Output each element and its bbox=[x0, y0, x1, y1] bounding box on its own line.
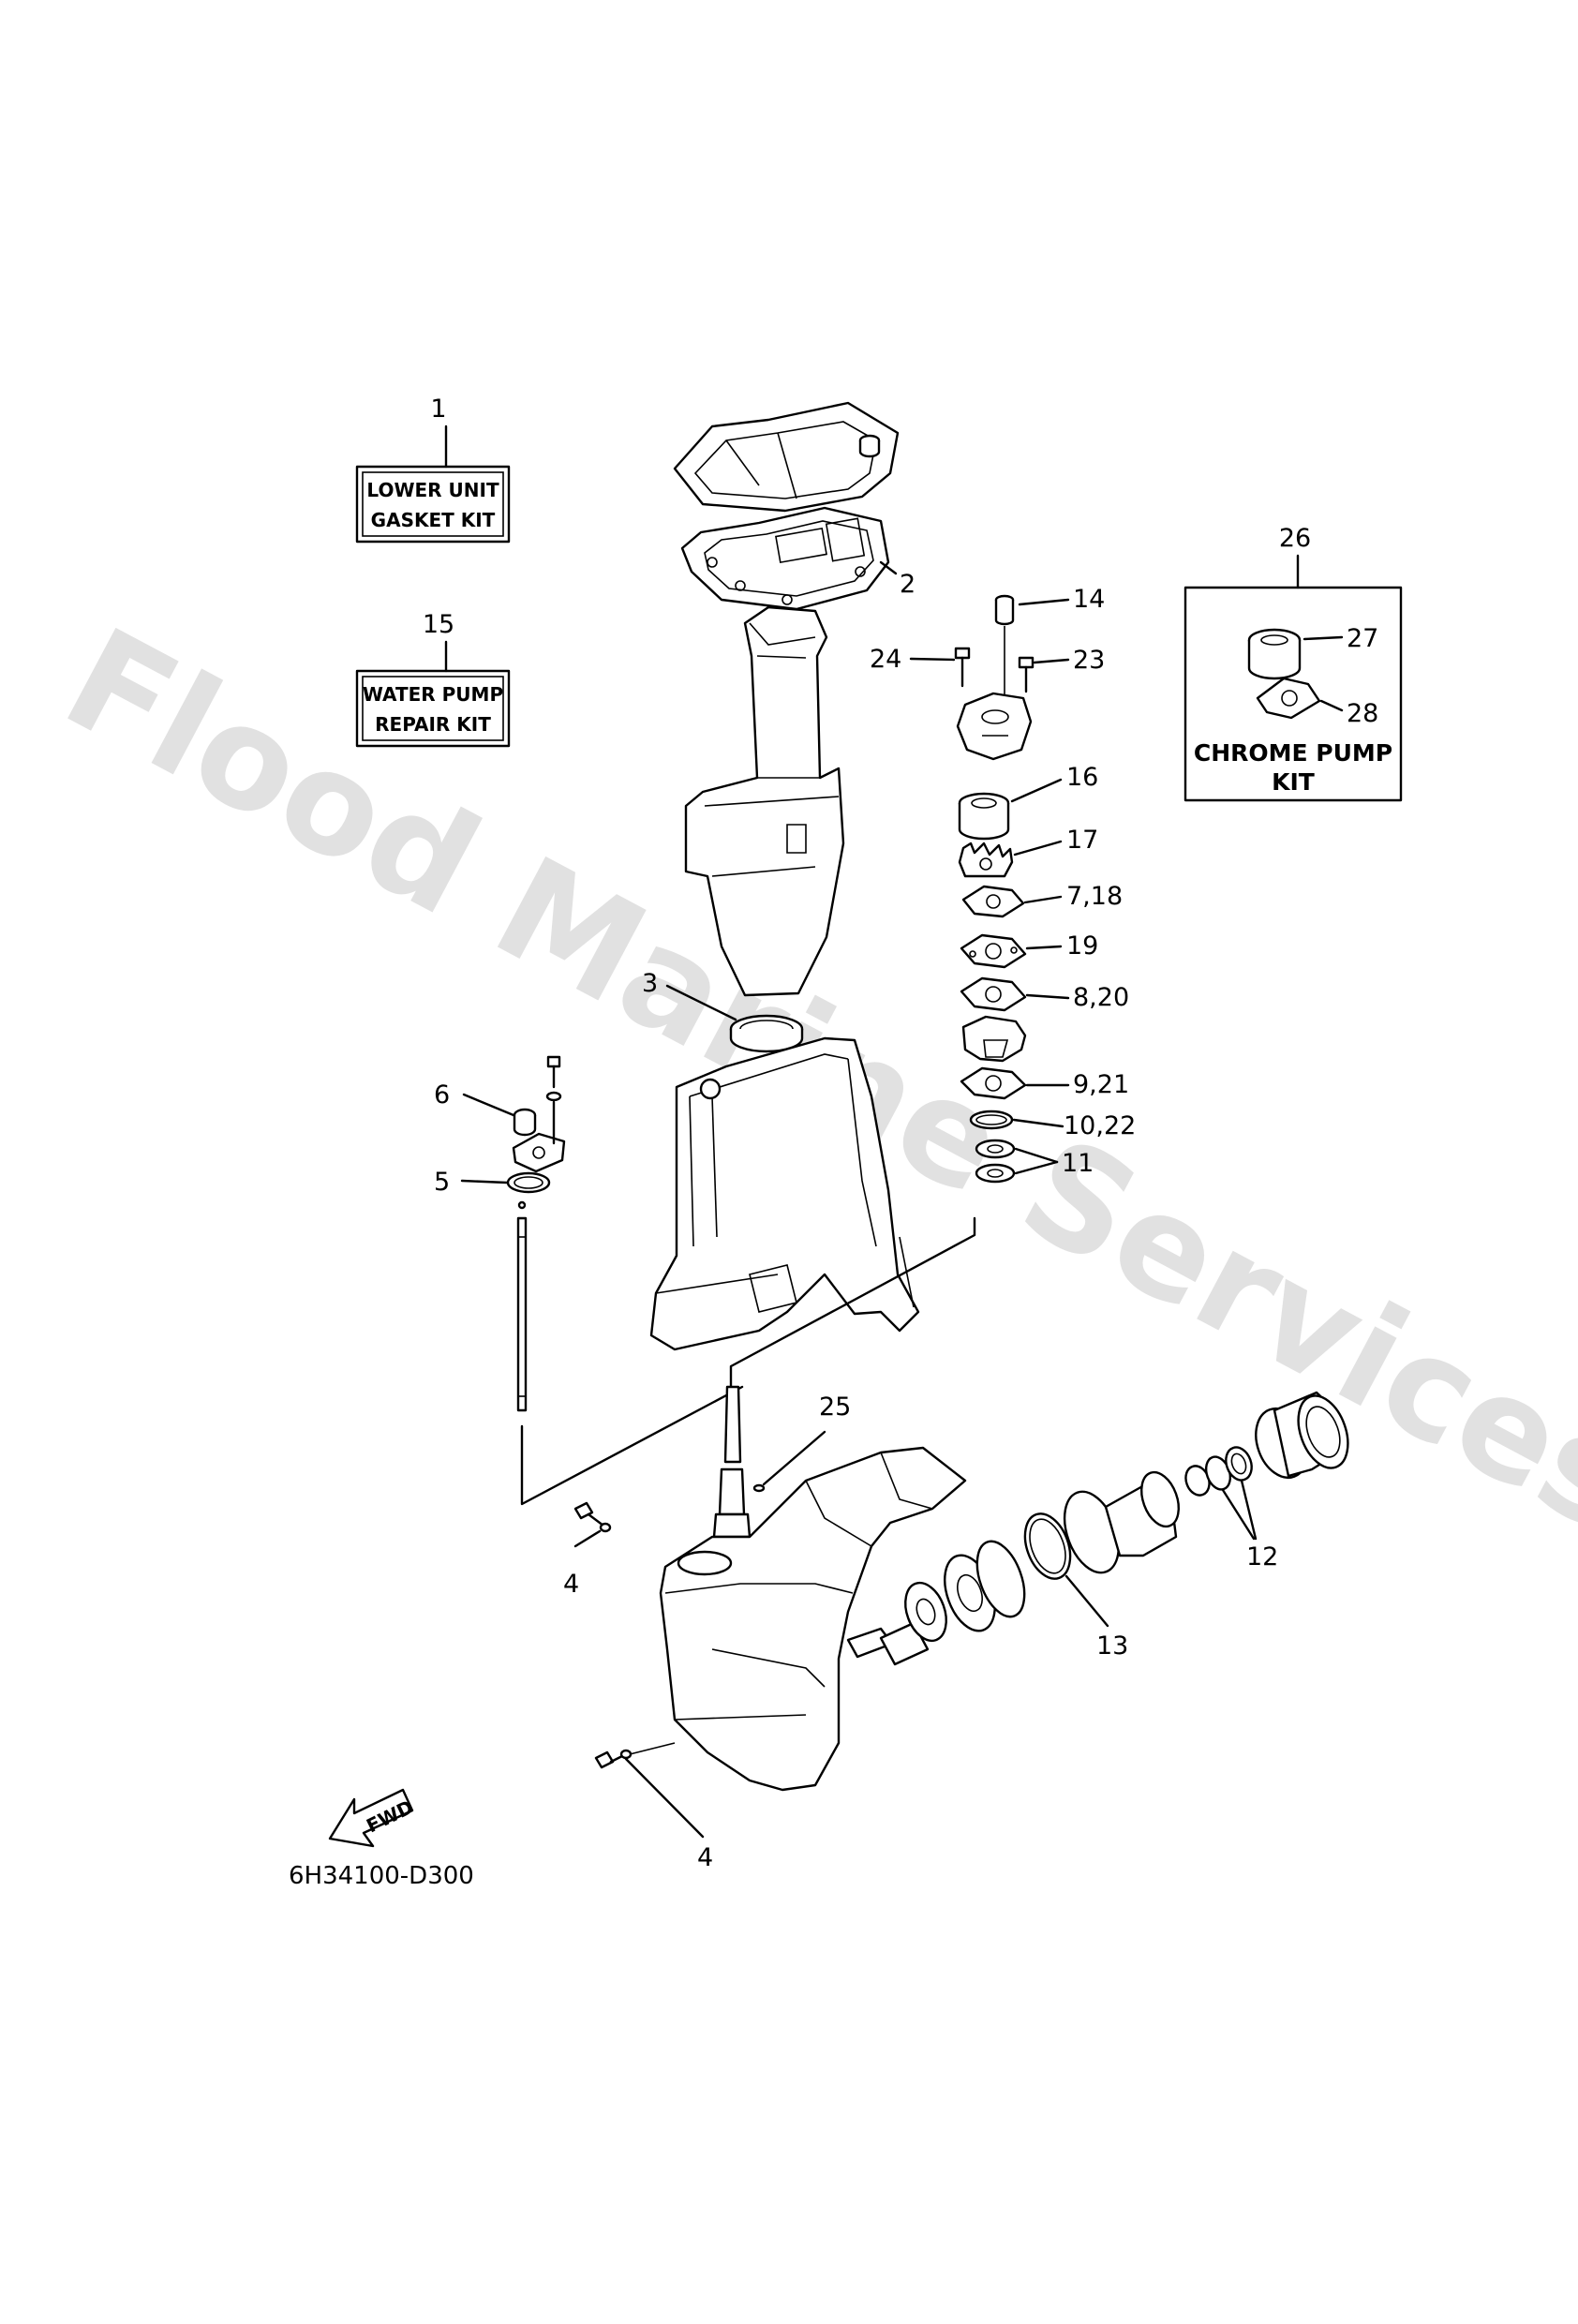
part-lower-case-apron[interactable] bbox=[649, 1036, 920, 1351]
callout-4-lower: 4 bbox=[697, 1843, 713, 1872]
kit-chrome-pump-line1: CHROME PUMP bbox=[1194, 739, 1392, 767]
callout-16: 16 bbox=[1066, 763, 1098, 792]
kit-water-pump-repair[interactable]: 15 WATER PUMP REPAIR KIT bbox=[355, 610, 511, 748]
part-12-seals[interactable] bbox=[1182, 1444, 1256, 1499]
part-2-gasket[interactable] bbox=[680, 506, 890, 611]
part-25-pin[interactable] bbox=[752, 1483, 766, 1493]
part-27-sleeve[interactable] bbox=[1247, 628, 1302, 680]
callout-2: 2 bbox=[900, 570, 916, 599]
callout-17: 17 bbox=[1066, 826, 1098, 855]
part-4-bolt-upper[interactable] bbox=[573, 1501, 612, 1533]
part-driveshaft[interactable] bbox=[712, 1385, 752, 1539]
part-pump-housing[interactable] bbox=[956, 692, 1033, 761]
callout-9-21: 9,21 bbox=[1073, 1070, 1129, 1099]
callout-6: 6 bbox=[434, 1080, 450, 1110]
part-6-grommet[interactable] bbox=[513, 1108, 537, 1137]
callout-7-18: 7,18 bbox=[1066, 882, 1123, 911]
kit-water-pump-line1: WATER PUMP bbox=[363, 683, 503, 706]
fwd-arrow-icon: FWD bbox=[328, 1788, 417, 1848]
part-24-bolt[interactable] bbox=[954, 647, 971, 688]
part-10-22-oring[interactable] bbox=[969, 1110, 1014, 1130]
part-28-plate[interactable] bbox=[1256, 677, 1321, 720]
part-8-20-gasket[interactable] bbox=[960, 976, 1027, 1012]
part-prop-shaft-gear[interactable] bbox=[879, 1535, 1034, 1666]
kit-water-pump-line2: REPAIR KIT bbox=[375, 713, 491, 736]
callout-12: 12 bbox=[1246, 1542, 1278, 1572]
part-7-18-gasket[interactable] bbox=[961, 885, 1025, 918]
kit-chrome-pump-line2: KIT bbox=[1272, 768, 1315, 796]
kit-lower-unit-gasket[interactable]: 1 LOWER UNIT GASKET KIT bbox=[355, 395, 511, 544]
part-3-seal[interactable] bbox=[729, 1014, 804, 1053]
part-rear-bearing-housing[interactable] bbox=[1247, 1389, 1358, 1484]
part-water-tube[interactable] bbox=[516, 1200, 528, 1412]
callout-5: 5 bbox=[434, 1168, 450, 1197]
part-11-oil-seals[interactable] bbox=[975, 1139, 1016, 1184]
part-14-dowel[interactable] bbox=[994, 594, 1015, 626]
part-16-sleeve[interactable] bbox=[958, 792, 1010, 841]
part-4-bolt-lower[interactable] bbox=[594, 1749, 633, 1769]
callout-14: 14 bbox=[1073, 585, 1105, 614]
callout-25: 25 bbox=[819, 1393, 851, 1422]
part-17-impeller[interactable] bbox=[958, 842, 1014, 878]
part-water-tube-holder[interactable] bbox=[512, 1055, 566, 1173]
part-5-oring[interactable] bbox=[506, 1171, 551, 1194]
part-upper-casing[interactable] bbox=[684, 605, 845, 997]
kit-lower-unit-line2: GASKET KIT bbox=[371, 509, 496, 531]
part-bearing-housing[interactable] bbox=[1054, 1467, 1185, 1581]
callout-19: 19 bbox=[1066, 931, 1098, 961]
part-19-plate[interactable] bbox=[960, 933, 1027, 969]
callout-8-20: 8,20 bbox=[1073, 983, 1129, 1012]
callout-28: 28 bbox=[1347, 699, 1378, 728]
callout-13: 13 bbox=[1096, 1631, 1128, 1661]
callout-24: 24 bbox=[870, 645, 901, 674]
part-upper-cover[interactable] bbox=[673, 401, 900, 513]
part-13-oring[interactable] bbox=[1017, 1508, 1079, 1586]
callout-11: 11 bbox=[1062, 1149, 1094, 1178]
kit-chrome-pump[interactable]: 26 27 28 CHROME PUMP KIT bbox=[1184, 524, 1403, 802]
callout-4-upper: 4 bbox=[563, 1570, 579, 1599]
callout-27: 27 bbox=[1347, 624, 1378, 653]
diagram-code: 6H34100-D300 bbox=[289, 1862, 474, 1890]
callout-15: 15 bbox=[423, 610, 454, 639]
part-23-bolt[interactable] bbox=[1018, 656, 1035, 693]
callout-10-22: 10,22 bbox=[1064, 1111, 1136, 1140]
part-gearcase[interactable] bbox=[659, 1446, 967, 1792]
kit-lower-unit-line1: LOWER UNIT bbox=[366, 479, 499, 501]
callout-1: 1 bbox=[430, 395, 446, 424]
part-pump-base[interactable] bbox=[961, 1015, 1027, 1063]
callout-3: 3 bbox=[642, 969, 658, 998]
callout-26: 26 bbox=[1279, 524, 1311, 553]
part-9-21-gasket[interactable] bbox=[960, 1066, 1027, 1100]
callout-23: 23 bbox=[1073, 646, 1105, 675]
